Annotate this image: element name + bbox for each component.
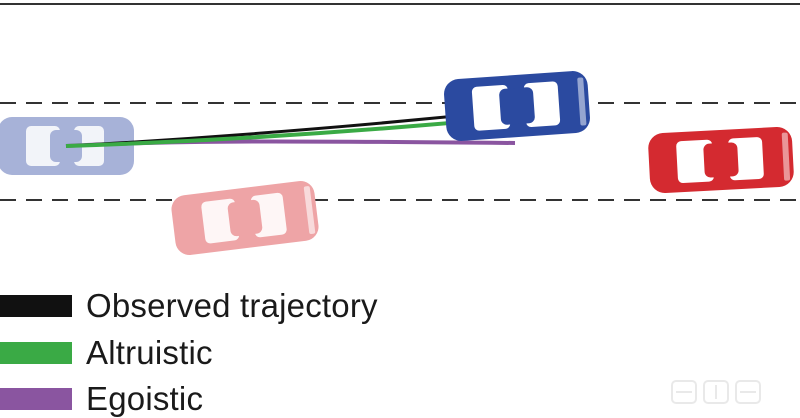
legend-label-observed: Observed trajectory [86, 287, 378, 324]
legend-item-altruistic: Altruistic [0, 334, 213, 372]
legend-label-egoistic: Egoistic [86, 380, 204, 417]
legend-item-egoistic: Egoistic [0, 380, 203, 418]
other-car-current [648, 127, 794, 193]
other-car-initial [171, 181, 319, 255]
legend-swatch-observed [0, 295, 72, 317]
legend-swatch-altruistic [0, 342, 72, 364]
ego-car-current [444, 71, 590, 141]
legend-item-observed: Observed trajectory [0, 287, 378, 325]
watermark-logo-icon [671, 380, 761, 404]
legend-swatch-egoistic [0, 388, 72, 410]
legend-label-altruistic: Altruistic [86, 334, 213, 371]
